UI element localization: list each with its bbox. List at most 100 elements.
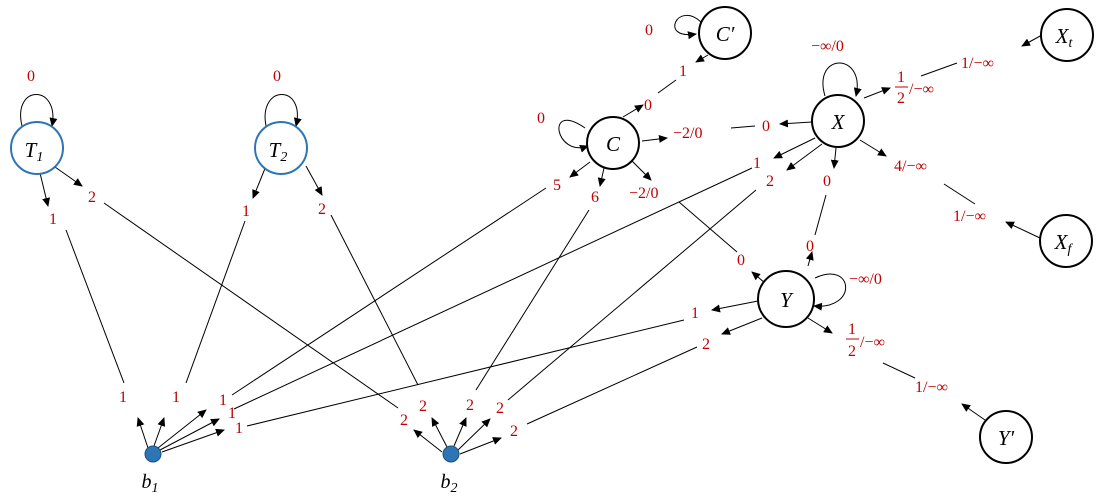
node-t2-circle bbox=[254, 121, 308, 175]
node-xf-label: X bbox=[1054, 230, 1069, 254]
edge-xt bbox=[920, 62, 958, 77]
edge-x1-b1 bbox=[233, 167, 753, 410]
label-x-toXt-den: 2 bbox=[897, 90, 905, 107]
node-t1-label: T bbox=[25, 138, 38, 162]
label-x-out1: 1 bbox=[753, 155, 761, 172]
arrow-t1-1 bbox=[39, 172, 51, 207]
arrow-xf-in bbox=[1005, 221, 1041, 239]
node-b2[interactable]: b2 bbox=[441, 445, 460, 496]
node-b2-sub: 2 bbox=[451, 481, 458, 496]
label-t2-out2: 2 bbox=[318, 201, 326, 218]
arrow-b2-2 bbox=[431, 417, 448, 448]
arrow-x-toC bbox=[779, 119, 813, 128]
node-b1-label: b bbox=[142, 471, 152, 493]
arrow-y-toYp bbox=[807, 317, 833, 334]
arrow-t1-2 bbox=[54, 166, 83, 187]
arrow-x-toY bbox=[830, 147, 839, 169]
arrow-c-up bbox=[622, 104, 644, 118]
node-y[interactable]: Y bbox=[757, 270, 815, 328]
arrow-b1-3 bbox=[157, 409, 207, 449]
label-x-loop: −∞/0 bbox=[811, 38, 844, 55]
arrow-y-toX bbox=[805, 251, 814, 267]
edge-y1-b1 bbox=[246, 319, 685, 427]
edge-c-cp bbox=[657, 79, 677, 94]
edge-t1-b1 bbox=[65, 229, 125, 384]
arrow-b2-1 bbox=[413, 429, 443, 453]
arrow-b1-5 bbox=[161, 428, 225, 453]
label-y-toYp-den: 2 bbox=[848, 343, 856, 360]
label-cp-loop: 0 bbox=[645, 22, 653, 39]
label-xt-in: 1/−∞ bbox=[961, 55, 994, 72]
node-x[interactable]: X bbox=[811, 94, 865, 148]
arrow-t2-2 bbox=[305, 165, 323, 196]
loop-y bbox=[813, 273, 847, 311]
label-b1-in5: 1 bbox=[235, 420, 243, 437]
node-xt[interactable]: Xt bbox=[1040, 8, 1094, 62]
loop-x bbox=[822, 62, 862, 97]
svg-text:T2: T2 bbox=[269, 138, 288, 165]
node-y-circle bbox=[757, 270, 815, 328]
label-y-out2: 2 bbox=[702, 336, 710, 353]
label-b1-in3: 1 bbox=[219, 392, 227, 409]
label-yp-in: 1/−∞ bbox=[915, 379, 948, 396]
arrow-t2-1 bbox=[252, 165, 267, 199]
svg-text:b1: b1 bbox=[142, 471, 159, 496]
arrow-b1-4 bbox=[159, 418, 220, 451]
svg-text:Xt: Xt bbox=[1055, 24, 1074, 51]
node-yp-label: Y′ bbox=[998, 426, 1015, 450]
arrow-b2-4 bbox=[457, 418, 491, 451]
cross-edges bbox=[65, 62, 976, 427]
arrow-y-1 bbox=[711, 300, 759, 313]
loop-cp bbox=[674, 14, 702, 40]
node-cp-label: C′ bbox=[716, 22, 735, 46]
edge-c6-b2 bbox=[475, 209, 590, 391]
label-y-toYp: /−∞ bbox=[860, 334, 885, 351]
label-x-toY: 0 bbox=[823, 173, 831, 190]
loop-c bbox=[558, 119, 589, 153]
node-cp[interactable]: C′ bbox=[698, 6, 752, 60]
node-t2-sub: 2 bbox=[280, 150, 287, 165]
arrow-x-toXt bbox=[863, 87, 891, 99]
node-xf[interactable]: Xf bbox=[1039, 214, 1093, 268]
arrow-cp-down bbox=[695, 54, 709, 63]
label-b2-in5: 2 bbox=[510, 423, 518, 440]
arrow-c-toX bbox=[641, 134, 668, 143]
node-t1-circle bbox=[10, 121, 64, 175]
edge-c5-b1 bbox=[231, 187, 547, 396]
node-b2-dot bbox=[442, 445, 460, 463]
edge-labels: 0 0 0 0 −∞/0 −∞/0 1 2 1 2 1 1 1 1 1 2 2 … bbox=[27, 22, 994, 440]
node-c-circle bbox=[586, 116, 640, 170]
label-c-out5: 5 bbox=[553, 177, 561, 194]
node-t2[interactable]: T2 bbox=[254, 121, 308, 175]
node-yp[interactable]: Y′ bbox=[979, 410, 1033, 464]
node-x-circle bbox=[811, 94, 865, 148]
label-y-toX: 0 bbox=[806, 238, 814, 255]
node-yp-circle bbox=[979, 410, 1033, 464]
label-x-toXt: /−∞ bbox=[909, 81, 934, 98]
label-y-toYp-num: 1 bbox=[848, 321, 856, 338]
label-y-out1: 1 bbox=[691, 305, 699, 322]
arrow-b1-1 bbox=[136, 417, 149, 449]
label-t1-loop: 0 bbox=[27, 68, 35, 85]
node-b2-label: b bbox=[441, 471, 451, 493]
label-b1-in4: 1 bbox=[228, 405, 236, 422]
node-xf-sub: f bbox=[1067, 242, 1073, 257]
label-c-toY: −2/0 bbox=[629, 185, 658, 202]
label-b1-in2: 1 bbox=[172, 389, 180, 406]
label-xf-in: 1/−∞ bbox=[953, 208, 986, 225]
label-t1-out1: 1 bbox=[49, 211, 57, 228]
arrow-b1-2 bbox=[153, 417, 166, 447]
node-b1[interactable]: b1 bbox=[142, 445, 162, 496]
node-xt-label: X bbox=[1055, 24, 1070, 48]
node-c[interactable]: C bbox=[586, 116, 640, 170]
label-x-out2: 2 bbox=[766, 173, 774, 190]
label-c-toX: −2/0 bbox=[673, 125, 702, 142]
node-t1[interactable]: T1 bbox=[10, 121, 64, 175]
edge-x-y bbox=[814, 194, 827, 236]
node-xf-circle bbox=[1039, 214, 1093, 268]
label-x-toXf: 4/−∞ bbox=[894, 158, 927, 175]
arrow-yp-in bbox=[961, 403, 986, 421]
label-cp-down: 1 bbox=[679, 63, 687, 80]
label-b1-in1: 1 bbox=[119, 389, 127, 406]
